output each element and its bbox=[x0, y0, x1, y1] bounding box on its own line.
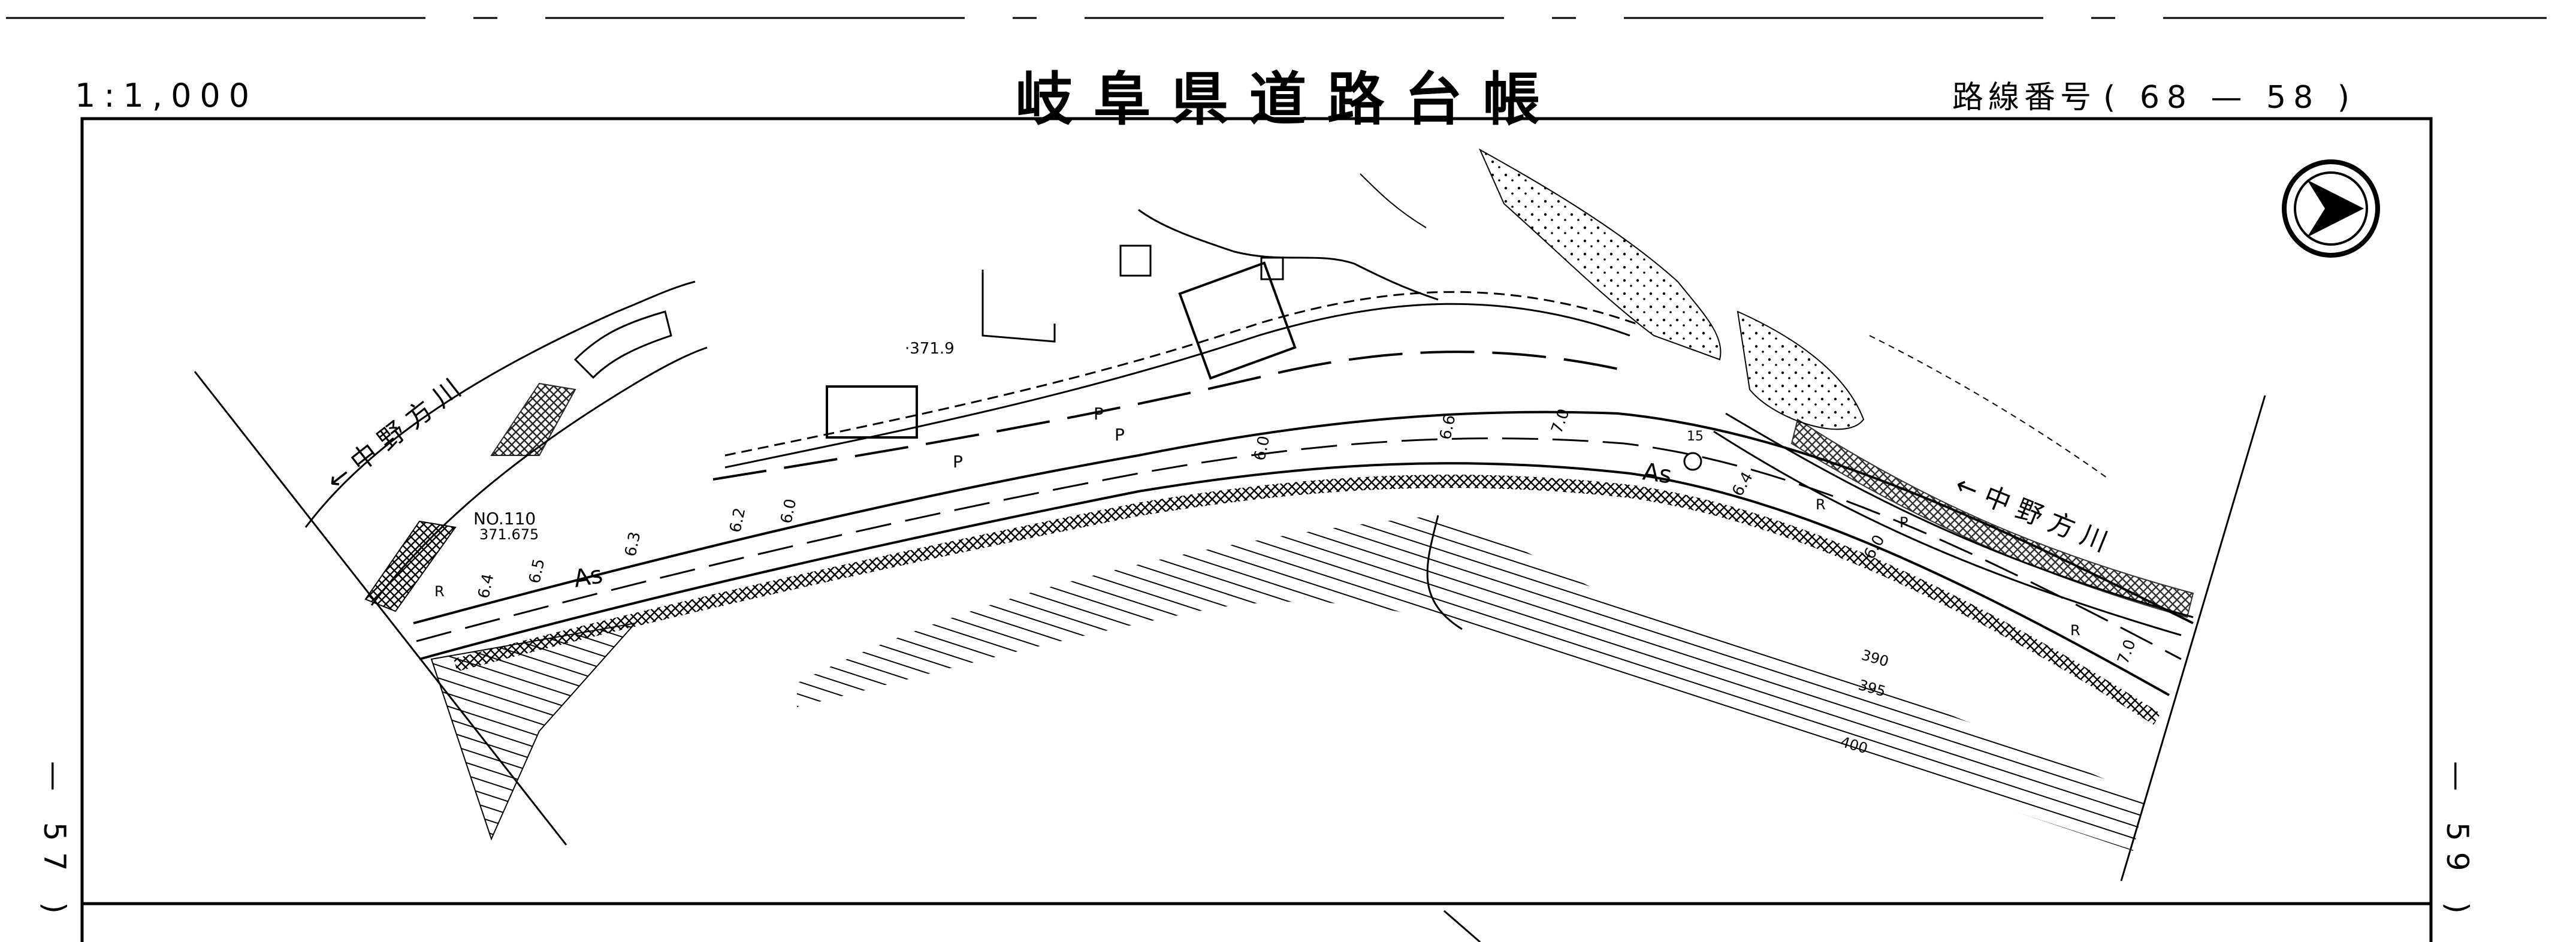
path-top bbox=[1360, 173, 1427, 228]
embankment-left bbox=[430, 622, 637, 841]
station-number: NO.110 bbox=[473, 509, 536, 529]
width-label: 6.4 bbox=[475, 572, 498, 600]
width-label: 6.0 bbox=[778, 497, 801, 526]
road-mark: R bbox=[2070, 622, 2080, 639]
route-number-label: 路線番号 bbox=[1952, 80, 2097, 116]
north-arrow-icon bbox=[2282, 159, 2380, 258]
hillside-contours bbox=[797, 515, 2145, 851]
buildings bbox=[826, 244, 1297, 439]
pavement-left: As bbox=[572, 561, 605, 593]
station-elevation: 371.675 bbox=[479, 526, 539, 543]
road-mark: R bbox=[434, 583, 445, 600]
spot-elevation: ·371.9 bbox=[905, 340, 955, 358]
width-label: 6.6 bbox=[1437, 413, 1460, 442]
width-label: 7.0 bbox=[2114, 637, 2139, 666]
adjacent-sheet-left: — 57 ) bbox=[37, 761, 72, 925]
route-number: 路線番号( 68 — 58 ) bbox=[1952, 72, 2357, 117]
road-mark: P bbox=[1094, 404, 1104, 424]
survey-marker-label: 15 bbox=[1687, 429, 1704, 444]
stone-wall-top bbox=[1138, 209, 1439, 301]
slope-area-top bbox=[1478, 148, 1722, 361]
ridge-line bbox=[1426, 515, 1463, 630]
width-label: 6.2 bbox=[727, 506, 750, 535]
road-mark: P bbox=[1115, 425, 1125, 445]
map-scale: 1:1,000 bbox=[75, 77, 258, 114]
pavement-right: As bbox=[1641, 458, 1674, 489]
adjacent-sheet-right: — 59 ) bbox=[2440, 761, 2475, 925]
map-frame bbox=[80, 117, 2433, 905]
page-title: 岐阜県道路台帳 bbox=[1015, 66, 1561, 133]
match-line-right bbox=[2120, 395, 2266, 881]
width-label: 6.0 bbox=[1251, 434, 1274, 463]
river-left bbox=[304, 280, 708, 612]
lower-sheet-line bbox=[1443, 910, 1481, 942]
road bbox=[413, 291, 2194, 725]
width-label: 6.5 bbox=[526, 557, 549, 585]
survey-marker-icon bbox=[1683, 452, 1702, 471]
road-mark: P bbox=[1899, 514, 1908, 531]
road-mark: P bbox=[953, 452, 963, 472]
river-name-left: ← 中 野 方 川 bbox=[321, 373, 466, 497]
contour-label: 390 bbox=[1859, 647, 1891, 671]
width-label: 6.3 bbox=[622, 530, 645, 558]
route-number-value: ( 68 — 58 ) bbox=[2103, 80, 2357, 116]
road-mark: R bbox=[1816, 496, 1826, 513]
